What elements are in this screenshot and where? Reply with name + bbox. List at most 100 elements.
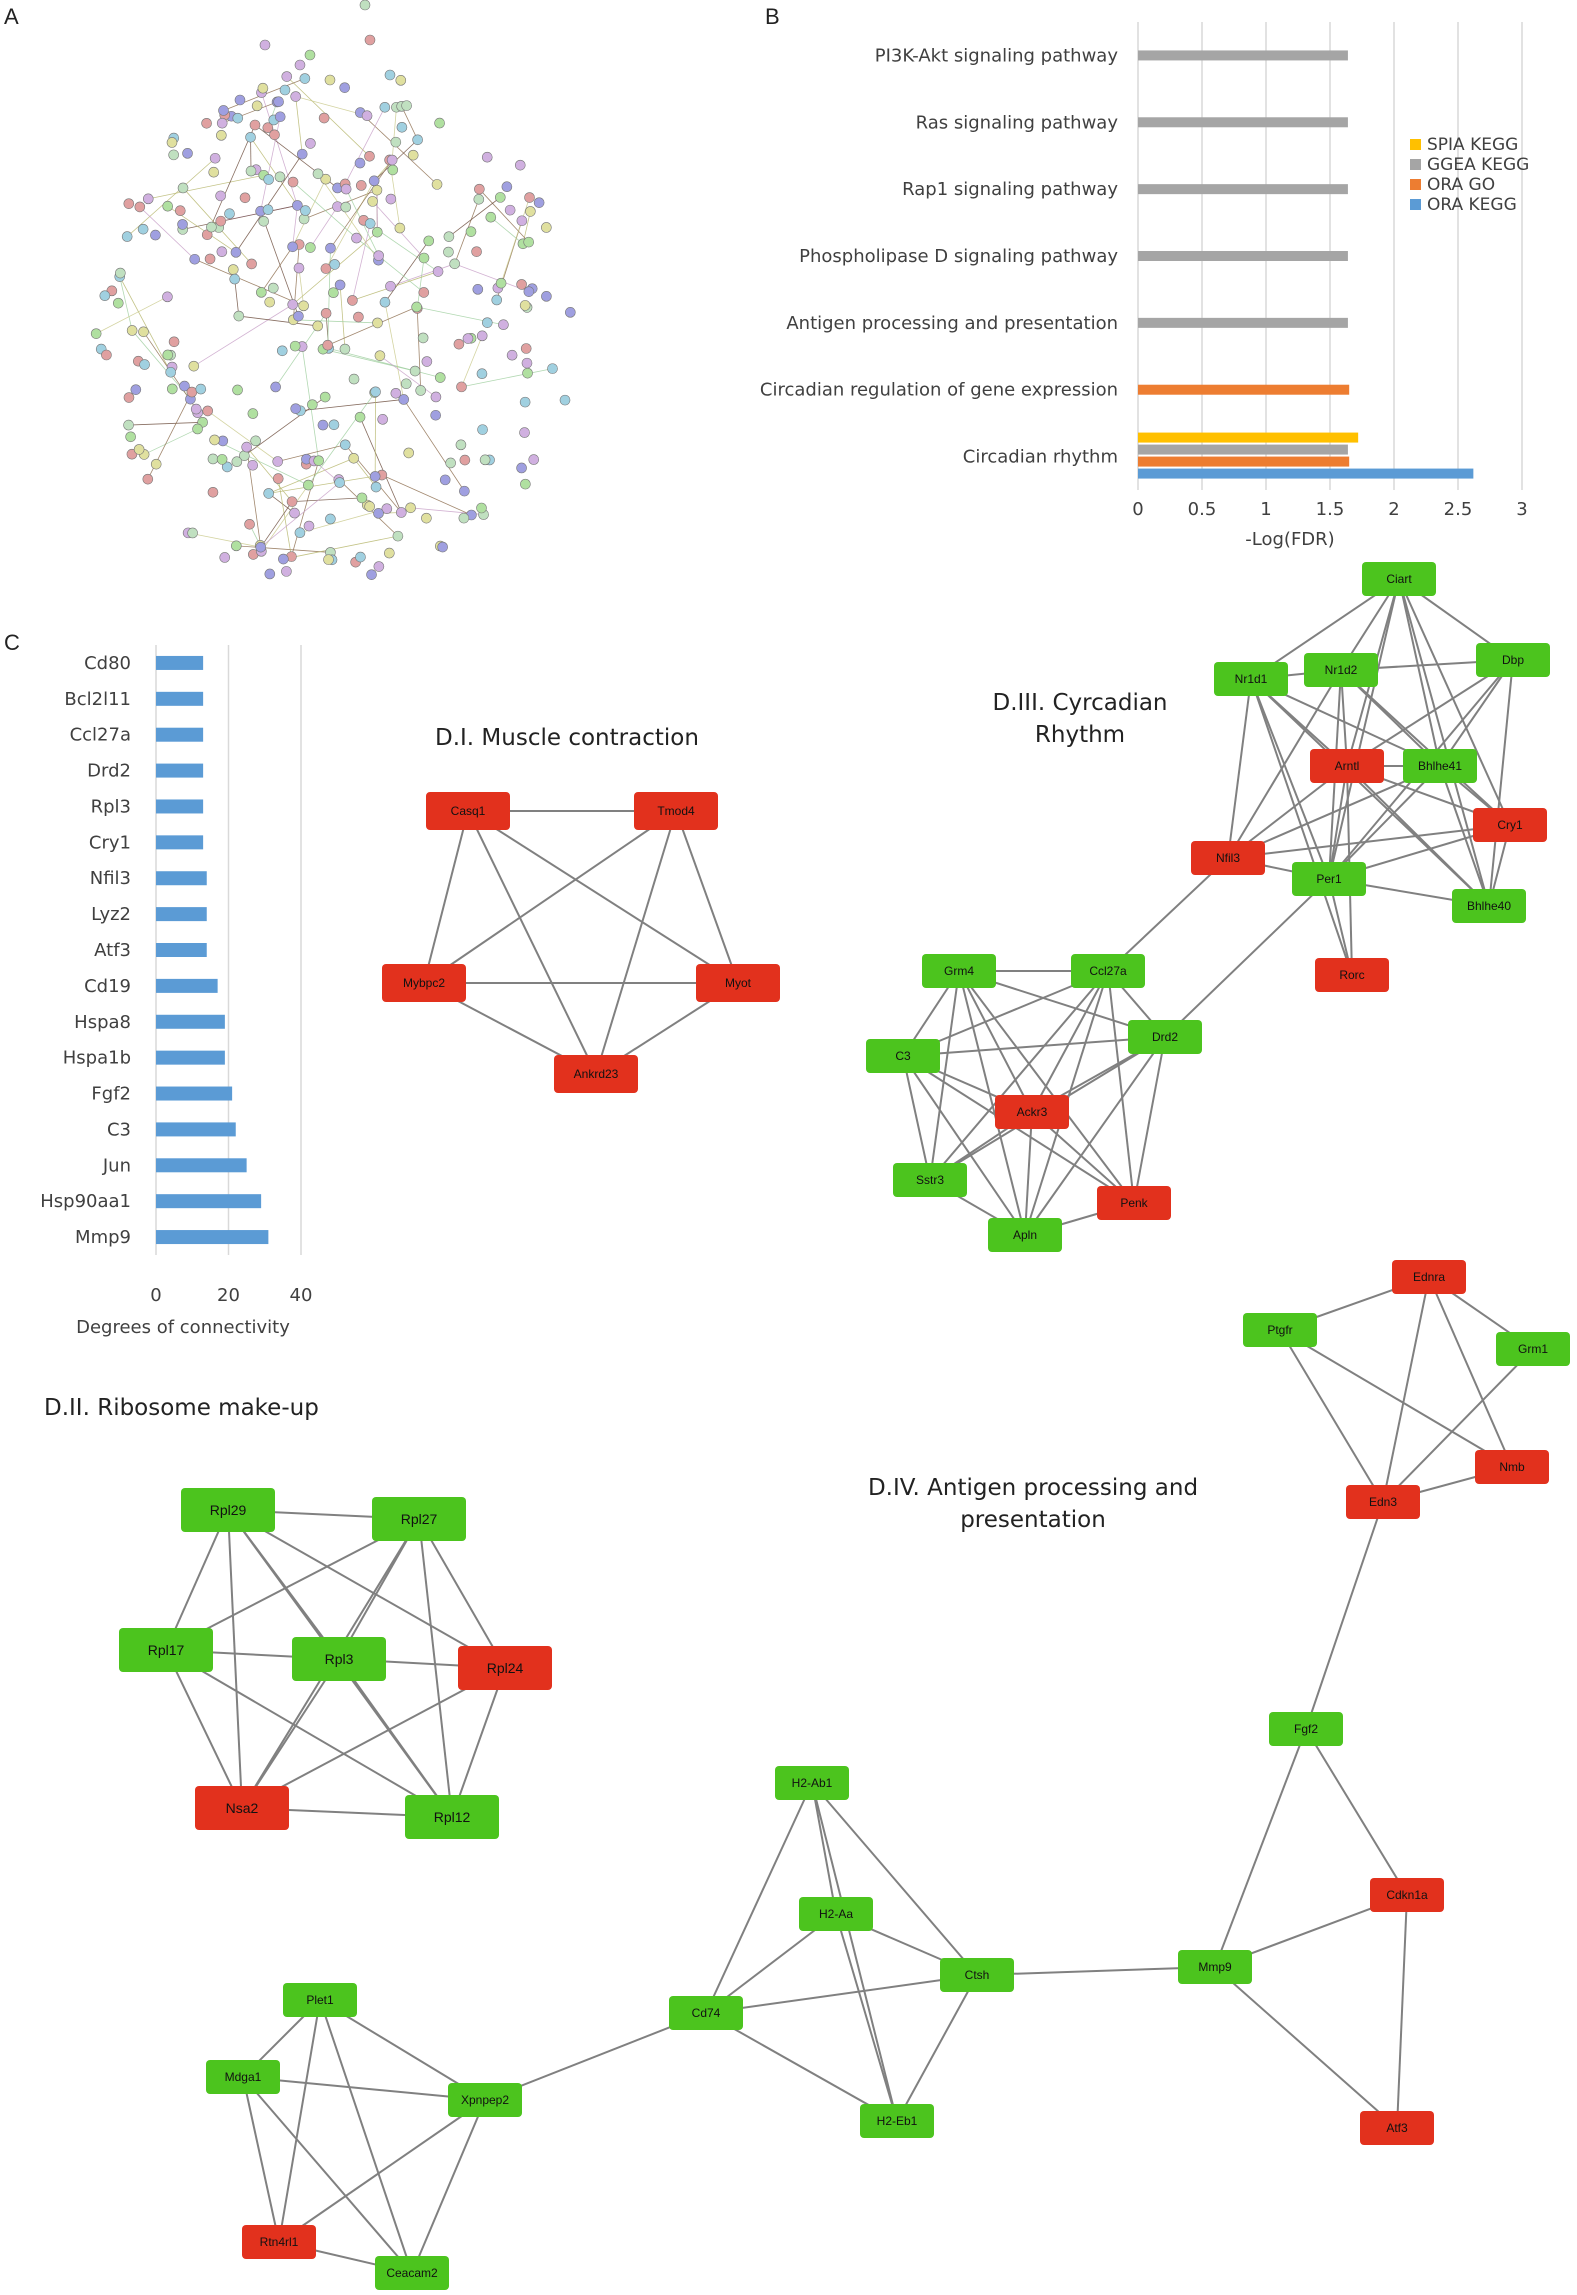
- string-node: [305, 138, 316, 149]
- string-node: [351, 232, 362, 244]
- string-node: [215, 190, 226, 202]
- string-node: [247, 459, 259, 471]
- string-node: [323, 554, 334, 565]
- string-node: [125, 431, 136, 443]
- string-edge: [260, 501, 293, 548]
- gene-label: Hspa1b: [63, 1048, 131, 1069]
- node-label-rpl12: Rpl12: [434, 1809, 471, 1825]
- string-node: [166, 137, 178, 148]
- node-bhlhe41: [1403, 749, 1477, 783]
- node-nfil3: [1191, 841, 1265, 875]
- gene-label: Jun: [102, 1155, 131, 1176]
- gene-label: Lyz2: [91, 904, 131, 925]
- string-node: [218, 105, 229, 116]
- string-node: [256, 287, 267, 298]
- string-node: [249, 119, 261, 131]
- string-node: [379, 101, 391, 113]
- string-node: [262, 122, 274, 134]
- category-label: PI3K-Akt signaling pathway: [875, 45, 1119, 66]
- string-node: [289, 507, 300, 519]
- string-node: [209, 152, 221, 164]
- edge-nr1d2-nfil3: [1227, 669, 1342, 859]
- node-rpl17: [119, 1628, 213, 1672]
- edge-casq1-ankrd23: [467, 810, 597, 1075]
- string-node: [431, 179, 443, 190]
- legend-swatch: [1410, 139, 1421, 150]
- string-edge: [384, 240, 430, 303]
- string-node: [257, 82, 269, 94]
- string-node: [366, 569, 377, 580]
- edge-nfil3-ccl27a: [1107, 857, 1229, 972]
- string-edge: [260, 482, 340, 548]
- bar-ora-kegg: [1138, 468, 1474, 479]
- string-node: [99, 290, 111, 302]
- string-node: [246, 258, 257, 270]
- string-edge: [182, 205, 298, 230]
- string-node: [292, 200, 303, 211]
- node-ptgfr: [1243, 1313, 1317, 1347]
- string-node: [262, 204, 274, 216]
- string-node: [373, 508, 384, 519]
- bar-ora-go: [1138, 384, 1350, 395]
- string-node: [328, 287, 339, 298]
- string-node: [134, 201, 146, 213]
- string-edge: [143, 428, 198, 455]
- string-edge: [293, 319, 378, 324]
- string-node: [328, 419, 340, 431]
- string-node: [471, 246, 482, 257]
- string-edge: [188, 532, 261, 548]
- string-node: [516, 462, 527, 474]
- edge-casq1-mybpc2: [423, 810, 469, 984]
- edge-cdkn1a-atf3: [1396, 1894, 1408, 2129]
- string-node: [216, 117, 228, 129]
- string-node: [251, 100, 263, 112]
- string-node: [287, 299, 299, 310]
- gene-label: Fgf2: [91, 1084, 131, 1105]
- node-ciart: [1362, 562, 1436, 596]
- string-node: [367, 196, 378, 207]
- node-label-ctsh: Ctsh: [965, 1968, 990, 1982]
- string-node: [187, 527, 198, 539]
- string-node: [167, 383, 178, 395]
- bar-ggea-kegg: [1138, 50, 1348, 61]
- string-edge: [381, 474, 472, 516]
- panel-label-b: B: [765, 4, 780, 29]
- node-label-ednra: Ednra: [1413, 1270, 1445, 1284]
- node-rpl3: [292, 1637, 386, 1681]
- string-edge: [234, 279, 240, 317]
- string-node: [506, 349, 518, 361]
- string-edge: [356, 237, 425, 293]
- string-node: [115, 267, 126, 279]
- string-node: [123, 198, 135, 209]
- edge-dbp-bhlhe41: [1439, 659, 1514, 767]
- string-node: [263, 488, 274, 499]
- string-node: [192, 423, 203, 435]
- edge-mdga1-ceacam2: [242, 2076, 413, 2274]
- legend-label: ORA KEGG: [1427, 195, 1517, 215]
- string-edge: [268, 457, 354, 494]
- string-node: [304, 49, 316, 61]
- string-node: [387, 164, 399, 176]
- string-node: [216, 454, 228, 465]
- string-node: [182, 148, 193, 159]
- string-edge: [322, 348, 416, 372]
- string-node: [495, 192, 506, 203]
- category-label: Antigen processing and presentation: [786, 313, 1118, 334]
- string-node: [281, 71, 293, 82]
- bar-ggea-kegg: [1138, 184, 1348, 195]
- string-node: [299, 73, 311, 84]
- node-label-c3: C3: [895, 1049, 911, 1063]
- string-node: [207, 453, 219, 465]
- string-node: [418, 252, 430, 264]
- string-node: [216, 130, 227, 141]
- string-node: [313, 455, 324, 466]
- node-cd74: [669, 1996, 743, 2030]
- string-node: [186, 386, 198, 398]
- node-label-rorc: Rorc: [1339, 968, 1364, 982]
- string-node: [395, 75, 407, 86]
- node-label-ceacam2: Ceacam2: [386, 2266, 438, 2280]
- string-node: [373, 561, 385, 572]
- string-node: [354, 157, 366, 169]
